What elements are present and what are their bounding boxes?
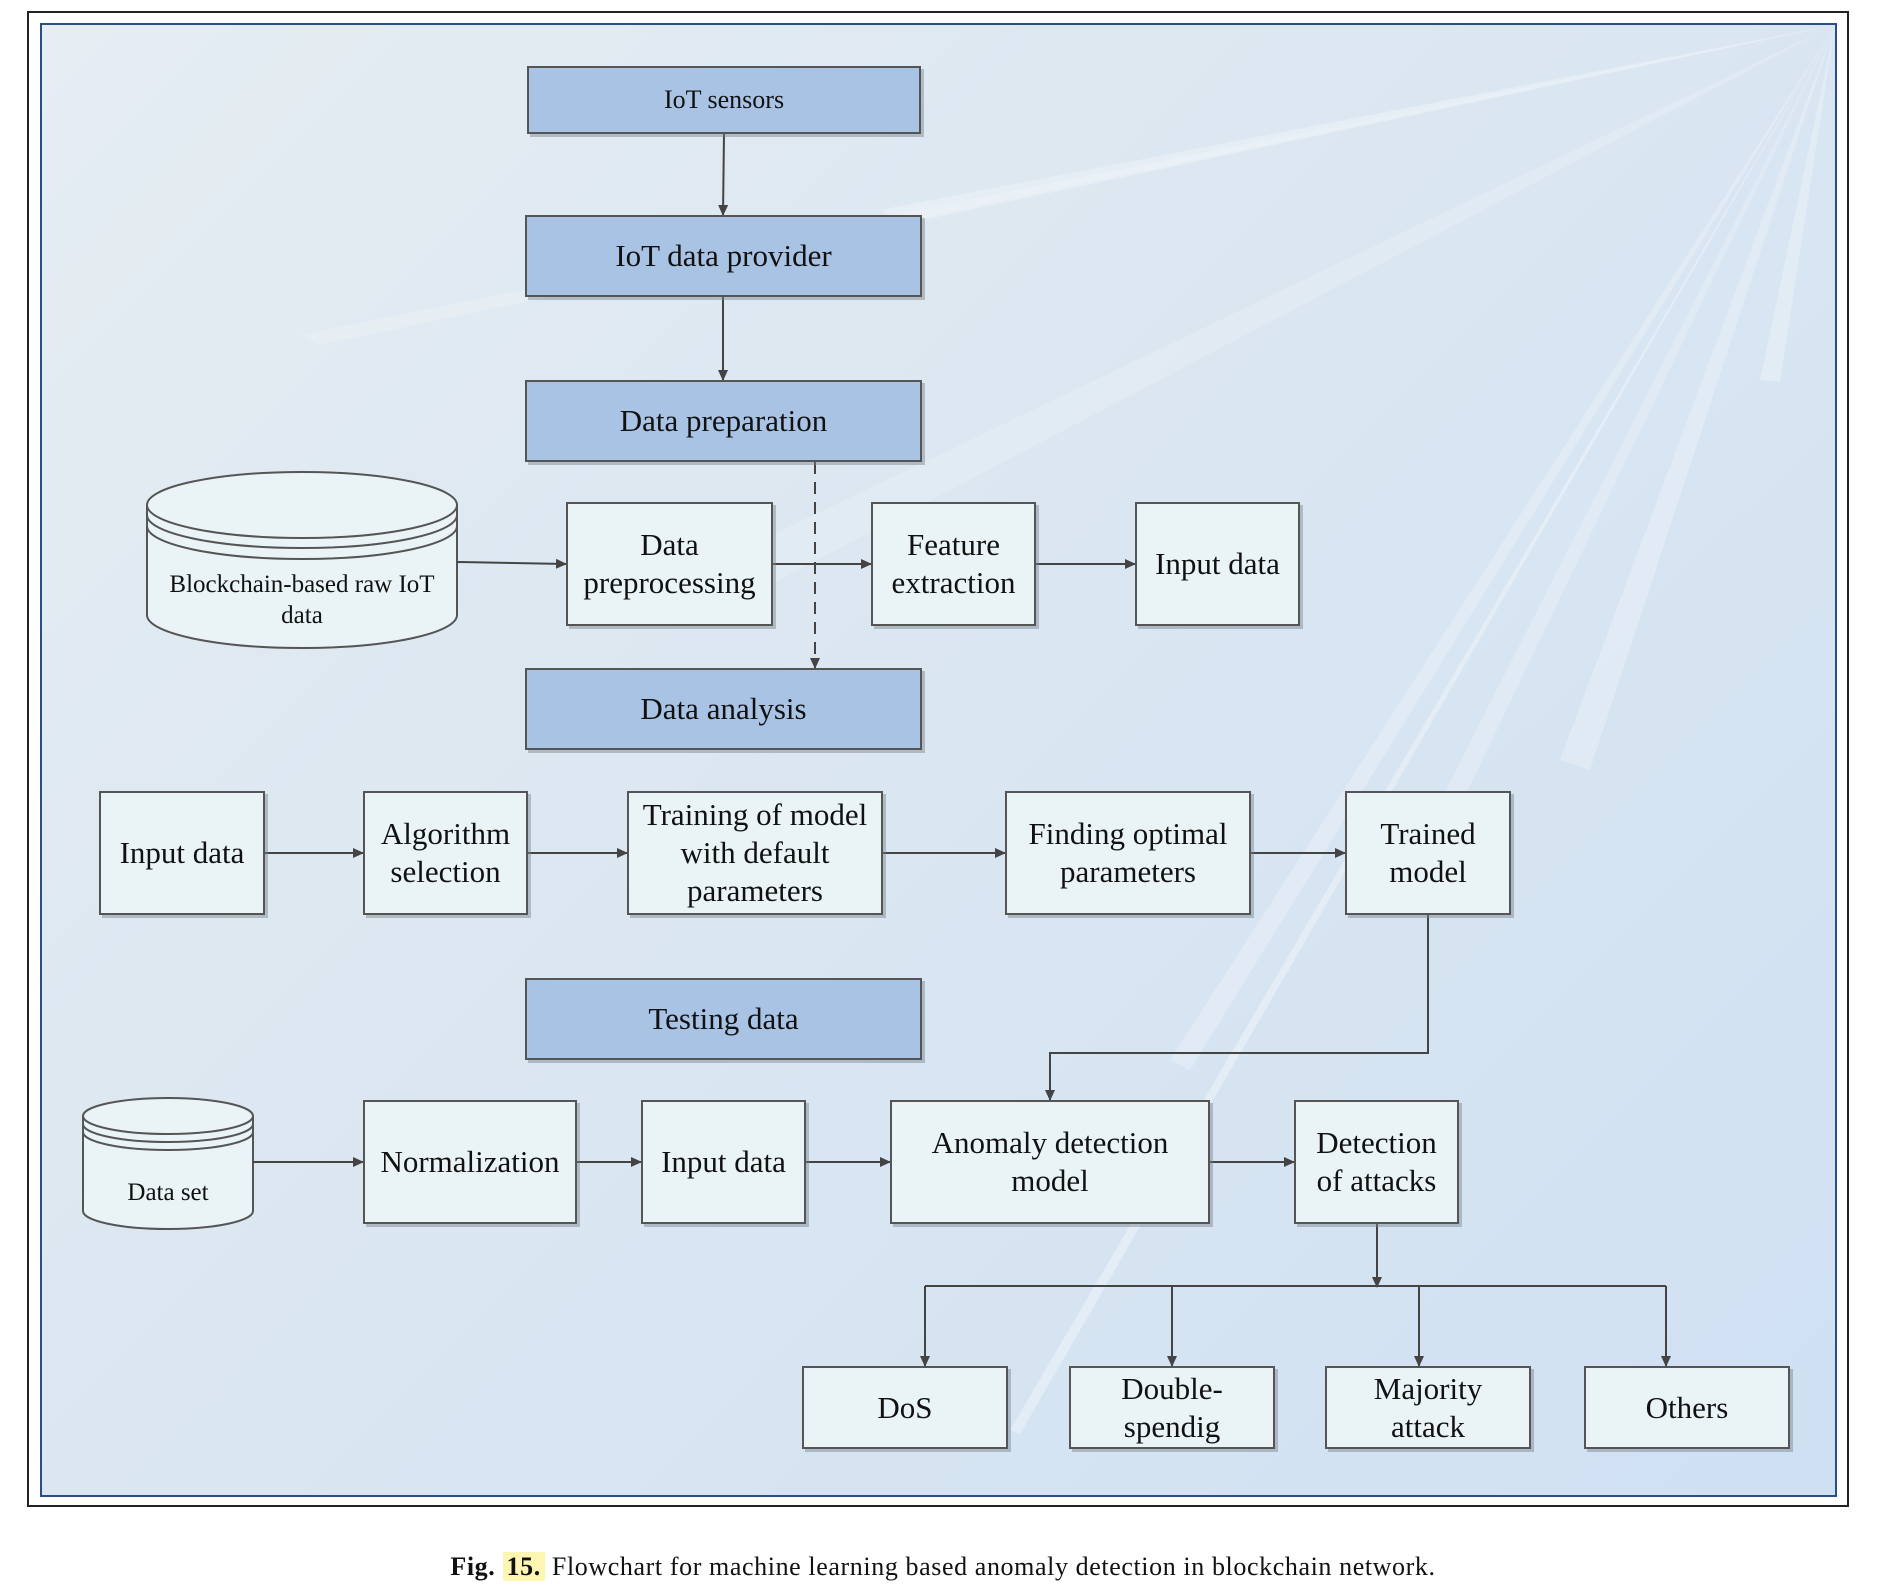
node-training-default: Training of model with default parameter… [627,791,883,915]
connectors [253,133,1671,1367]
database-cylinder-blockchain [146,471,458,649]
node-algorithm-selection: Algorithm selection [363,791,528,915]
node-data-analysis: Data analysis [525,668,922,750]
edge-trained-anomaly [1045,915,1429,1101]
node-input-data-2: Input data [99,791,265,915]
light-rays-decoration [300,25,1835,1434]
node-majority-attack: Majority attack [1325,1366,1531,1449]
node-dos: DoS [802,1366,1008,1449]
figure-label: Fig. [450,1552,496,1581]
node-data-preparation: Data preparation [525,380,922,462]
node-detection-of-attacks: Detection of attacks [1294,1100,1459,1224]
figure-caption: Fig. 15. Flowchart for machine learning … [0,1552,1886,1582]
figure-number: 15. [502,1552,545,1581]
node-finding-optimal: Finding optimal parameters [1005,791,1251,915]
node-others: Others [1584,1366,1790,1449]
node-double-spending: Double- spendig [1069,1366,1275,1449]
node-iot-data-provider: IoT data provider [525,215,922,297]
node-anomaly-detection-model: Anomaly detection model [890,1100,1210,1224]
edge-sensors-provider [718,133,729,216]
node-testing-data: Testing data [525,978,922,1060]
database-cylinder-dataset [82,1097,254,1230]
node-input-data-1: Input data [1135,502,1300,626]
node-iot-sensors: IoT sensors [527,66,921,134]
node-data-set: Data set [127,1179,209,1206]
node-data-preprocessing: Data preprocessing [566,502,773,626]
edge-raw-preprocessing [456,558,567,569]
node-input-data-3: Input data [641,1100,806,1224]
node-trained-model: Trained model [1345,791,1511,915]
node-normalization: Normalization [363,1100,577,1224]
figure-caption-text: Flowchart for machine learning based ano… [551,1552,1436,1581]
node-feature-extraction: Feature extraction [871,502,1036,626]
node-blockchain-raw-data: Blockchain-based raw IoT data [169,571,435,630]
figure-panel [40,23,1837,1497]
